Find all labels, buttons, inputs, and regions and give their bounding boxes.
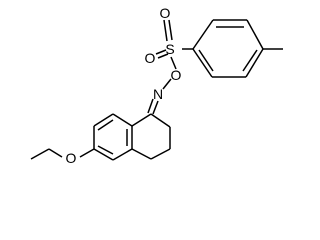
bond <box>131 113 152 127</box>
bond-double <box>155 49 167 55</box>
bond <box>112 148 133 161</box>
bond <box>93 113 114 127</box>
bond <box>48 148 63 158</box>
bond <box>112 113 133 127</box>
bond-double <box>157 53 169 59</box>
bond <box>170 56 177 70</box>
bond <box>192 19 214 50</box>
bond <box>150 113 171 128</box>
bond <box>245 48 264 78</box>
bond-double <box>152 100 159 115</box>
bond <box>192 48 213 78</box>
bond-aromatic-inner <box>97 119 114 131</box>
bond <box>131 148 152 160</box>
bond <box>162 78 172 90</box>
atom-labels: S O O O N O <box>66 5 182 166</box>
bond <box>150 148 171 160</box>
atom-label-oxygen: O <box>171 67 182 83</box>
bond-aromatic-inner <box>97 145 114 155</box>
bond-aromatic-inner <box>242 49 258 72</box>
atom-label-oxygen: O <box>160 5 171 21</box>
bond-aromatic-inner <box>198 49 214 72</box>
bond-double <box>147 98 154 114</box>
atom-label-sulfur: S <box>165 41 174 57</box>
bond <box>79 148 95 158</box>
bond <box>30 148 50 160</box>
molecule-svg: S O O O N O <box>30 5 283 166</box>
bond-double <box>168 19 173 41</box>
atom-label-nitrogen: N <box>153 86 163 102</box>
atom-label-oxygen: O <box>145 50 156 66</box>
bond-double <box>163 19 168 42</box>
atom-label-oxygen: O <box>66 150 77 166</box>
bonds <box>30 19 283 161</box>
bond <box>93 148 114 161</box>
structure-drawing: S O O O N O <box>30 5 283 166</box>
bond <box>246 19 264 50</box>
